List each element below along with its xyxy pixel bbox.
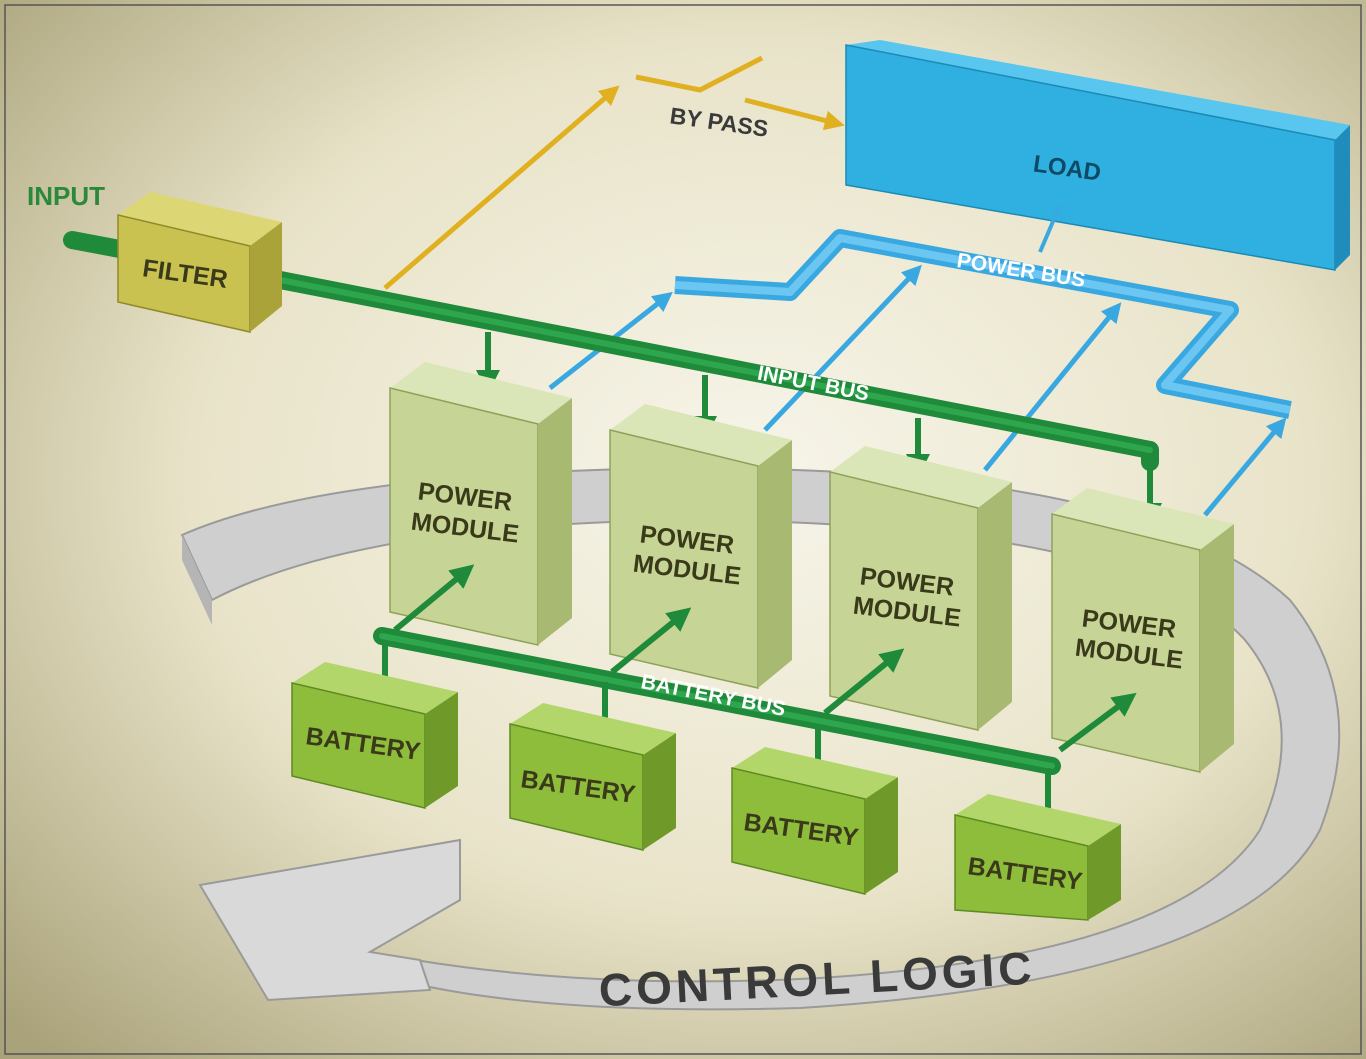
power-module-1 (389, 362, 572, 646)
battery-3 (731, 747, 898, 895)
battery-2 (509, 703, 676, 851)
power-module-3 (829, 446, 1012, 731)
bypass-path (383, 55, 845, 290)
power-module-4 (1051, 488, 1234, 773)
input-bus (63, 231, 1159, 471)
battery-bus (373, 627, 1061, 775)
load-block (845, 40, 1350, 271)
control-logic-arrowhead (198, 838, 461, 1002)
power-bus (674, 204, 1292, 419)
battery-1 (291, 662, 458, 809)
input-label: INPUT (27, 181, 105, 211)
power-module-2 (609, 404, 792, 689)
frame-border (4, 4, 1362, 1055)
battery-4 (954, 794, 1121, 921)
filter-block (117, 192, 282, 333)
